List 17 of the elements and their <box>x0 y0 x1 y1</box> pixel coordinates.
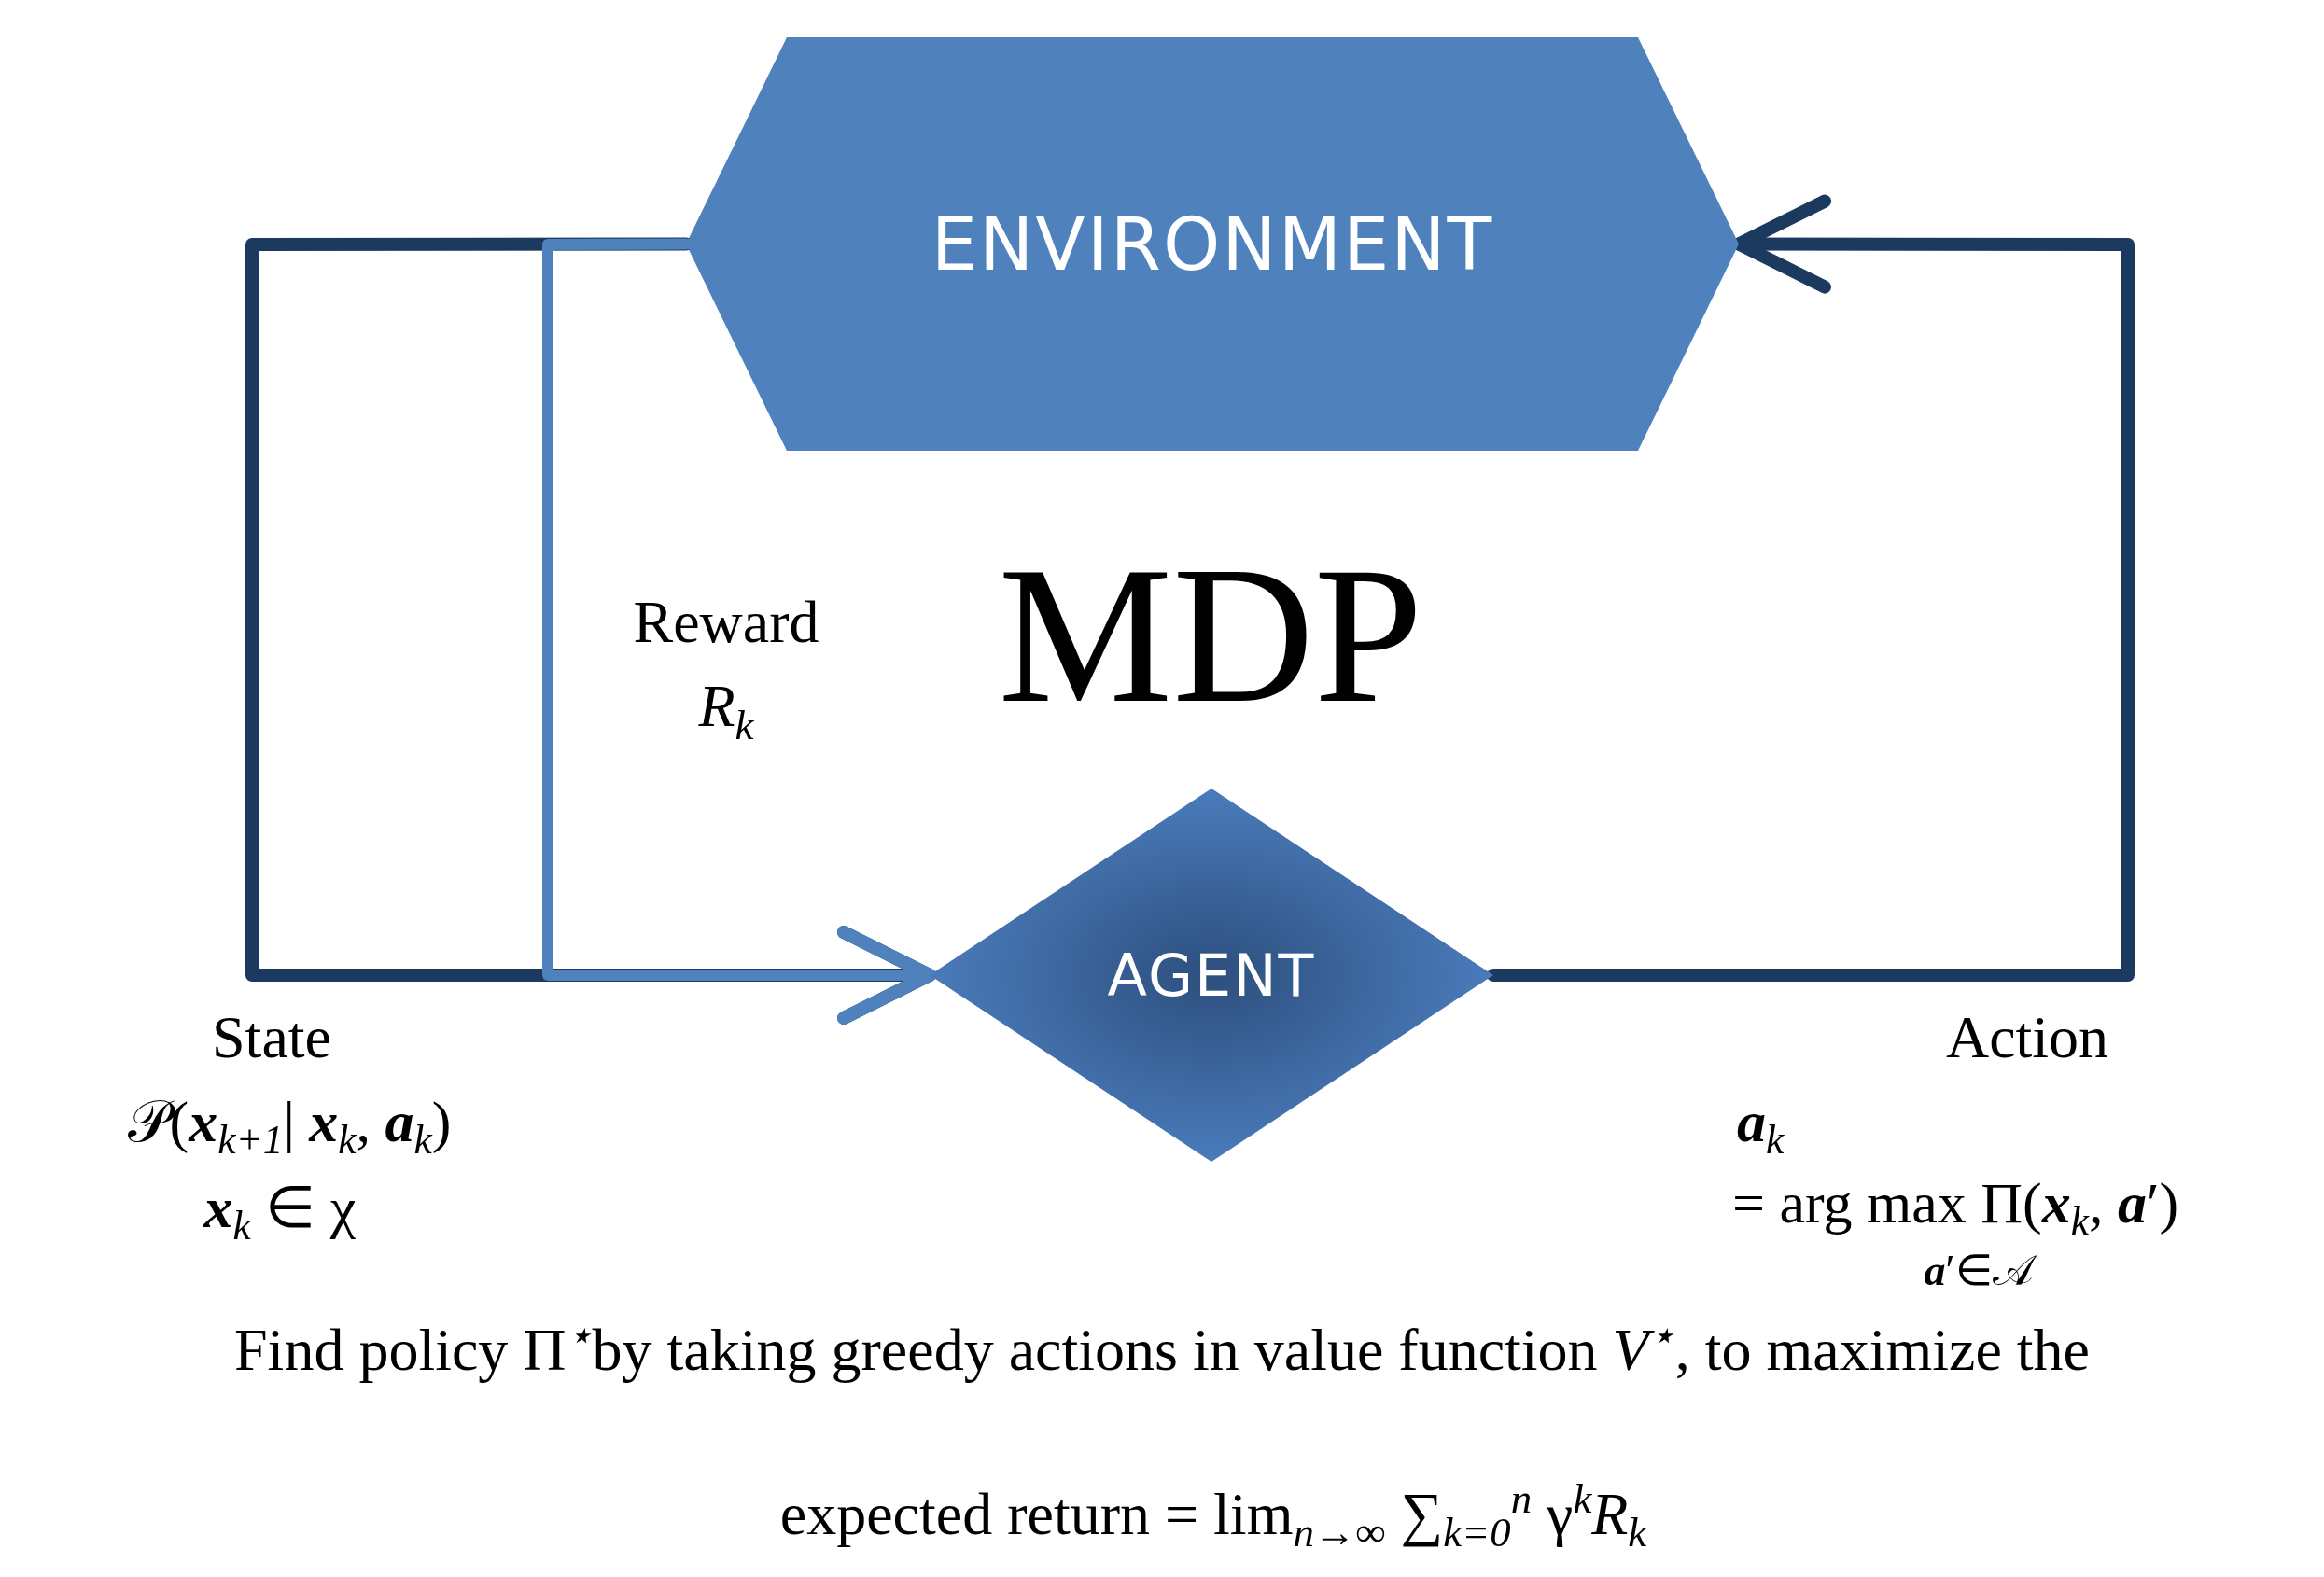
formula-label: R$_{k}$ <box>698 673 754 749</box>
connector-arrow <box>542 238 936 1025</box>
edge-label: Reward <box>633 589 819 656</box>
formula-label: = arg max Π(x$_{k}$, a′) <box>1732 1170 2179 1245</box>
formula-label: a$_{k}$ <box>1737 1089 1785 1164</box>
caption-text: Find policy Π$^{⋆}$by taking greedy actions in value function V$^{⋆}$, to maximize the <box>233 1311 2091 1386</box>
diagram-heading: MDP <box>998 526 1423 743</box>
edge-label: Action <box>1945 1004 2109 1071</box>
environment-hexagon <box>686 37 1739 451</box>
edge-label: State <box>212 1004 331 1071</box>
formula-label: x$_{k}$ ∈ χ <box>203 1175 357 1249</box>
connector-arrow <box>1487 194 2135 982</box>
formula-label: 𝒫(x$_{k+1}$| x$_{k}$, a$_{k}$) <box>127 1089 452 1164</box>
agent-diamond <box>930 788 1493 1162</box>
node-label: ENVIRONMENT <box>931 202 1494 286</box>
node-label: AGENT <box>1107 941 1316 1010</box>
formula-label: expected return = lim$_{n→∞}$ ∑$_{k=0}$$^{n}$ γ$^{k}$R$_{k}$ <box>779 1476 1647 1556</box>
